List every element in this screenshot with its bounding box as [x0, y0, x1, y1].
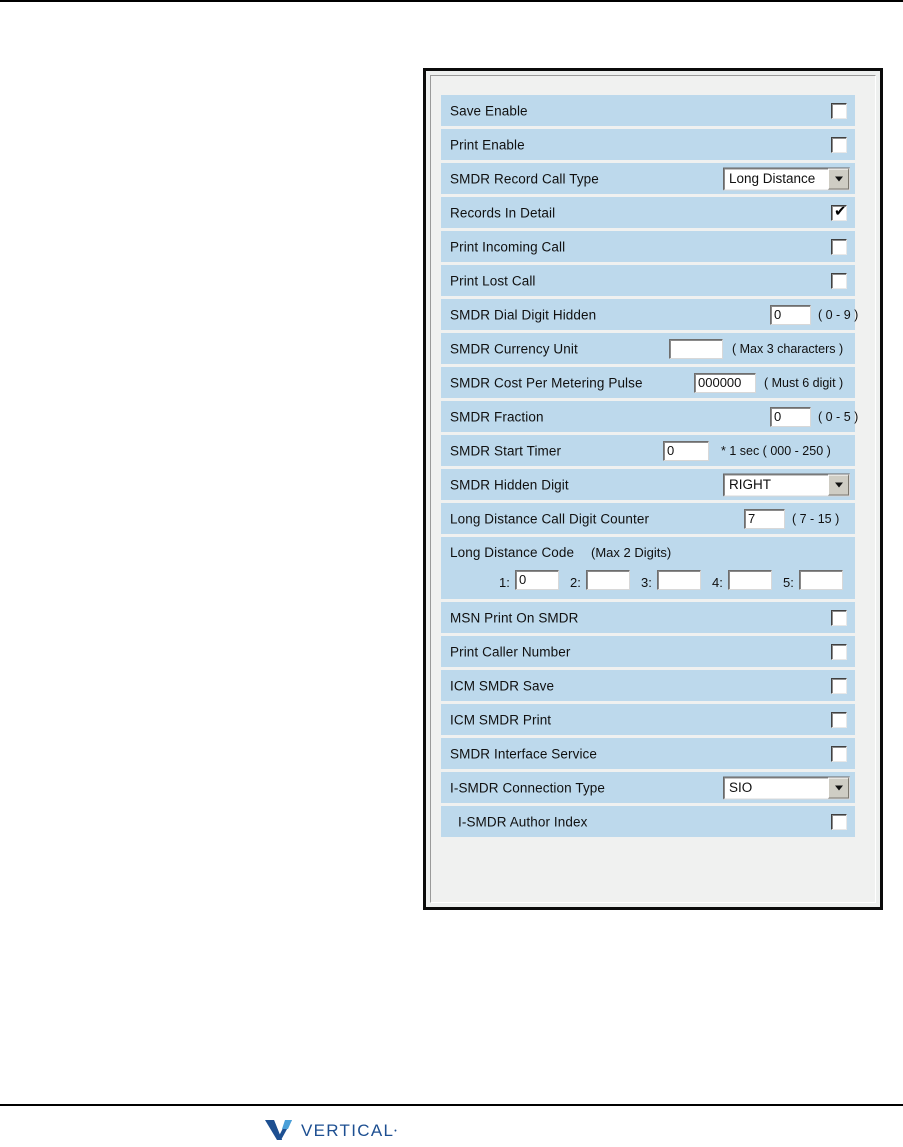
settings-row-print-lost-call: Print Lost Call: [441, 265, 855, 296]
checkbox-icm-smdr-print[interactable]: [831, 711, 847, 728]
input-smdr-dial-digit-hidden[interactable]: 0: [770, 304, 811, 325]
chevron-down-icon[interactable]: [828, 168, 849, 189]
ld-code-input-1[interactable]: 0: [515, 570, 559, 590]
row-label-print-enable: Print Enable: [450, 137, 525, 152]
row-label-records-in-detail: Records In Detail: [450, 205, 556, 220]
page-rule-top: [0, 0, 903, 2]
input-smdr-cost-per-pulse[interactable]: 000000: [694, 372, 756, 393]
settings-row-smdr-hidden-digit: SMDR Hidden Digit RIGHT: [441, 469, 855, 500]
checkbox-print-enable[interactable]: [831, 136, 847, 153]
row-label-long-distance-code: Long Distance Code: [450, 545, 575, 560]
long-distance-code-sublabel: (Max 2 Digits): [591, 545, 672, 560]
check-icon: ✔: [834, 201, 847, 220]
vertical-logo-icon: [265, 1120, 295, 1142]
brand-name: VERTICAL: [301, 1121, 395, 1140]
ld-code-index-5: 5:: [783, 575, 794, 590]
ld-code-index-1: 1:: [499, 575, 510, 590]
settings-row-smdr-currency-unit: SMDR Currency Unit ( Max 3 characters ): [441, 333, 855, 364]
dropdown-smdr-hidden-digit[interactable]: RIGHT: [723, 473, 850, 496]
ld-code-input-4[interactable]: [728, 570, 772, 590]
settings-row-msn-print-on-smdr: MSN Print On SMDR: [441, 602, 855, 633]
hint-smdr-dial-digit-hidden: ( 0 - 9 ): [818, 307, 859, 322]
ld-code-index-4: 4:: [712, 575, 723, 590]
checkbox-print-caller-number[interactable]: [831, 643, 847, 660]
row-label-smdr-start-timer: SMDR Start Timer: [450, 443, 562, 458]
page-rule-bottom: [0, 1104, 903, 1106]
dropdown-smdr-record-call-type[interactable]: Long Distance: [723, 167, 850, 190]
settings-row-smdr-interface-service: SMDR Interface Service: [441, 738, 855, 769]
hint-smdr-currency-unit: ( Max 3 characters ): [732, 341, 844, 356]
dropdown-i-smdr-connection-type[interactable]: SIO: [723, 776, 850, 799]
footer-logo: VERTICAL •: [265, 1118, 397, 1144]
ld-code-input-3[interactable]: [657, 570, 701, 590]
row-label-smdr-cost-per-pulse: SMDR Cost Per Metering Pulse: [450, 375, 643, 390]
row-label-smdr-interface-service: SMDR Interface Service: [450, 746, 597, 761]
ld-code-input-5[interactable]: [799, 570, 843, 590]
chevron-down-glyph: [834, 176, 843, 182]
row-label-smdr-currency-unit: SMDR Currency Unit: [450, 341, 578, 356]
dropdown-value-smdr-record-call-type: Long Distance: [729, 171, 816, 186]
checkbox-save-enable[interactable]: [831, 102, 847, 119]
checkbox-print-incoming-call[interactable]: [831, 238, 847, 255]
checkbox-print-lost-call[interactable]: [831, 272, 847, 289]
dropdown-value-i-smdr-connection-type: SIO: [729, 780, 753, 795]
input-smdr-fraction[interactable]: 0: [770, 406, 811, 427]
hint-smdr-start-timer: * 1 sec ( 000 - 250 ): [721, 443, 831, 458]
row-label-print-lost-call: Print Lost Call: [450, 273, 536, 288]
ld-code-index-2: 2:: [570, 575, 581, 590]
settings-row-ld-call-digit-counter: Long Distance Call Digit Counter 7 ( 7 - 1…: [441, 503, 855, 534]
settings-row-save-enable: Save Enable: [441, 95, 855, 126]
settings-row-long-distance-code: Long Distance Code (Max 2 Digits) 1: 0 2: 3: 4…: [441, 537, 855, 599]
row-label-smdr-fraction: SMDR Fraction: [450, 409, 544, 424]
settings-row-smdr-record-call-type: SMDR Record Call Type Long Distance: [441, 163, 855, 194]
row-label-i-smdr-connection-type: I-SMDR Connection Type: [450, 780, 606, 795]
input-smdr-start-timer[interactable]: 0: [663, 440, 709, 461]
row-label-print-incoming-call: Print Incoming Call: [450, 239, 566, 254]
settings-row-smdr-fraction: SMDR Fraction 0 ( 0 - 5 ): [441, 401, 859, 432]
brand-trademark: •: [394, 1127, 397, 1135]
row-label-ld-call-digit-counter: Long Distance Call Digit Counter: [450, 511, 650, 526]
settings-row-smdr-cost-per-pulse: SMDR Cost Per Metering Pulse 000000 ( Must…: [441, 367, 855, 398]
input-smdr-currency-unit[interactable]: [669, 338, 723, 359]
hint-ld-call-digit-counter: ( 7 - 15 ): [792, 511, 840, 526]
checkbox-i-smdr-author-index[interactable]: [831, 813, 847, 830]
input-ld-call-digit-counter[interactable]: 7: [744, 508, 785, 529]
checkbox-smdr-interface-service[interactable]: [831, 745, 847, 762]
checkbox-msn-print-on-smdr[interactable]: [831, 609, 847, 626]
chevron-down-glyph: [834, 482, 843, 488]
settings-row-i-smdr-connection-type: I-SMDR Connection Type SIO: [441, 772, 855, 803]
checkbox-icm-smdr-save[interactable]: [831, 677, 847, 694]
row-label-smdr-record-call-type: SMDR Record Call Type: [450, 171, 599, 186]
row-label-msn-print-on-smdr: MSN Print On SMDR: [450, 610, 579, 625]
row-label-print-caller-number: Print Caller Number: [450, 644, 571, 659]
ld-code-index-3: 3:: [641, 575, 652, 590]
row-label-icm-smdr-save: ICM SMDR Save: [450, 678, 555, 693]
chevron-down-icon[interactable]: [828, 474, 849, 495]
chevron-down-icon[interactable]: [828, 777, 849, 798]
settings-row-print-enable: Print Enable: [441, 129, 855, 160]
settings-row-icm-smdr-save: ICM SMDR Save: [441, 670, 855, 701]
settings-row-records-in-detail: Records In Detail ✔: [441, 197, 855, 228]
checkbox-records-in-detail[interactable]: ✔: [831, 201, 847, 221]
row-label-icm-smdr-print: ICM SMDR Print: [450, 712, 552, 727]
dropdown-value-smdr-hidden-digit: RIGHT: [729, 477, 771, 492]
settings-row-print-caller-number: Print Caller Number: [441, 636, 855, 667]
settings-row-i-smdr-author-index: I-SMDR Author Index: [441, 806, 855, 837]
settings-row-icm-smdr-print: ICM SMDR Print: [441, 704, 855, 735]
settings-row-smdr-start-timer: SMDR Start Timer 0 * 1 sec ( 000 - 250 ): [441, 435, 855, 466]
chevron-down-glyph: [834, 785, 843, 791]
row-label-smdr-hidden-digit: SMDR Hidden Digit: [450, 477, 569, 492]
row-label-save-enable: Save Enable: [450, 103, 528, 118]
hint-smdr-cost-per-pulse: ( Must 6 digit ): [764, 375, 844, 390]
settings-row-smdr-dial-digit-hidden: SMDR Dial Digit Hidden 0 ( 0 - 9 ): [441, 299, 859, 330]
ld-code-input-2[interactable]: [586, 570, 630, 590]
hint-smdr-fraction: ( 0 - 5 ): [818, 409, 859, 424]
settings-row-print-incoming-call: Print Incoming Call: [441, 231, 855, 262]
row-label-smdr-dial-digit-hidden: SMDR Dial Digit Hidden: [450, 307, 597, 322]
row-label-i-smdr-author-index: I-SMDR Author Index: [458, 814, 588, 829]
